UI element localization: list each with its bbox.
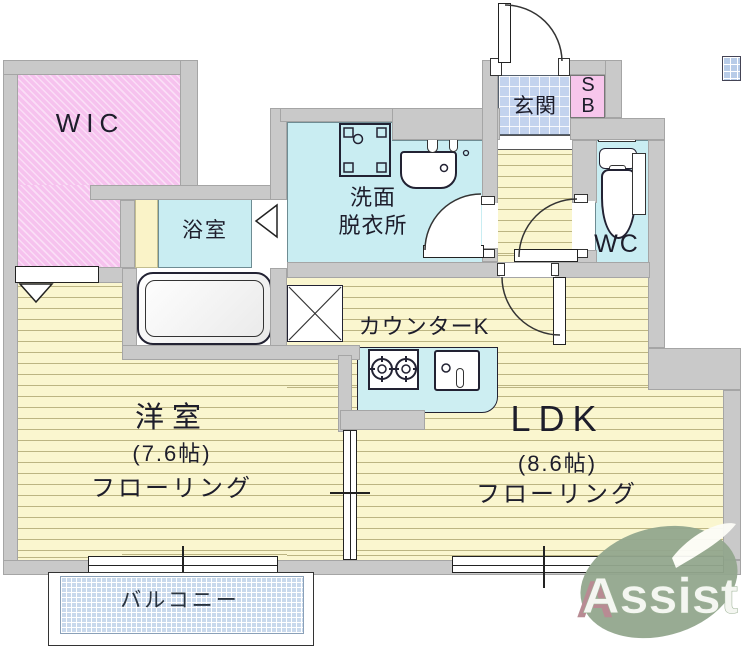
shoe-box: [570, 75, 605, 118]
wall: [482, 60, 498, 205]
wall: [120, 200, 135, 283]
door-frame: [574, 194, 588, 203]
wall: [90, 185, 287, 200]
washroom-door-panel: [423, 245, 484, 258]
room-label-wc: WC: [594, 230, 640, 258]
entrance-door-panel: [498, 3, 511, 63]
room-flooring-ldk: フローリング: [476, 481, 638, 508]
room-bath-floor: [158, 195, 252, 268]
kitchen-faucet-icon: [456, 368, 464, 388]
logo-text: Assist: [582, 568, 738, 624]
room-label-bath: 浴室: [182, 219, 228, 242]
door-frame: [558, 58, 570, 76]
room-entrance-tile: [498, 75, 572, 135]
wall: [3, 60, 198, 75]
entrance-step: [498, 135, 572, 150]
room-label-balcony: バルコニー: [120, 589, 240, 612]
wall: [723, 390, 741, 560]
door-swing-arc: [504, 4, 563, 62]
washroom-line1: 洗面: [349, 185, 396, 210]
room-label-shoe-box: S B: [574, 75, 602, 117]
hallway-floor: [498, 150, 572, 262]
wc-door-panel: [514, 249, 578, 262]
partition-door-tick: [330, 492, 370, 494]
room-label-washroom: 洗面 脱衣所: [303, 184, 443, 240]
wall: [3, 60, 18, 575]
room-label-kitchen: カウンターK: [358, 314, 490, 339]
refrigerator-space: [287, 285, 343, 342]
toilet-side-panel: [632, 153, 646, 215]
wall: [572, 140, 597, 203]
room-label-wic: WIC: [55, 108, 125, 138]
wall: [570, 118, 665, 140]
door-frame: [481, 196, 495, 205]
wall: [270, 108, 287, 200]
partition-sliding-door: [343, 430, 357, 560]
room-size-western: (7.6帖): [132, 441, 212, 466]
wall: [605, 60, 622, 118]
wall: [287, 262, 650, 278]
bathtub: [137, 272, 272, 345]
bath-side-strip: [135, 195, 158, 268]
wall: [180, 60, 198, 198]
washroom-door-opening: [482, 203, 498, 248]
wall: [648, 140, 665, 348]
door-frame: [551, 263, 559, 276]
bathtub-inner: [145, 280, 264, 337]
window-tick: [182, 546, 184, 588]
wall: [648, 348, 741, 390]
window-tick: [543, 546, 545, 588]
wc-door-opening: [574, 201, 595, 249]
balcony-floor: [60, 576, 304, 634]
ldk-door-opening: [500, 263, 555, 277]
wall: [122, 345, 360, 360]
window: [452, 556, 724, 573]
wall: [122, 268, 137, 360]
door-frame: [497, 263, 505, 276]
wall: [280, 108, 410, 122]
washroom-line2: 脱衣所: [338, 213, 408, 238]
room-label-ldk: LDK: [510, 398, 605, 439]
room-wic-floor: [17, 75, 180, 185]
toilet-bowl: [601, 169, 636, 239]
ldk-door-panel: [553, 277, 566, 345]
room-western-floor-left: [18, 267, 122, 560]
room-label-entrance: 玄関: [513, 95, 557, 118]
wall: [270, 268, 287, 347]
kitchen-stove: [368, 349, 419, 390]
sb-line1: S: [581, 74, 595, 96]
logo-accent: A: [576, 571, 614, 629]
sb-line2: B: [581, 95, 595, 117]
neighbour-tile-fragment: [722, 56, 741, 81]
wall: [340, 410, 425, 430]
room-label-western: 洋室: [134, 402, 209, 434]
folding-door-icon: [254, 203, 278, 239]
room-flooring-western: フローリング: [91, 475, 253, 502]
room-size-ldk: (8.6帖): [517, 451, 598, 476]
wic-sliding-door: [15, 266, 99, 283]
